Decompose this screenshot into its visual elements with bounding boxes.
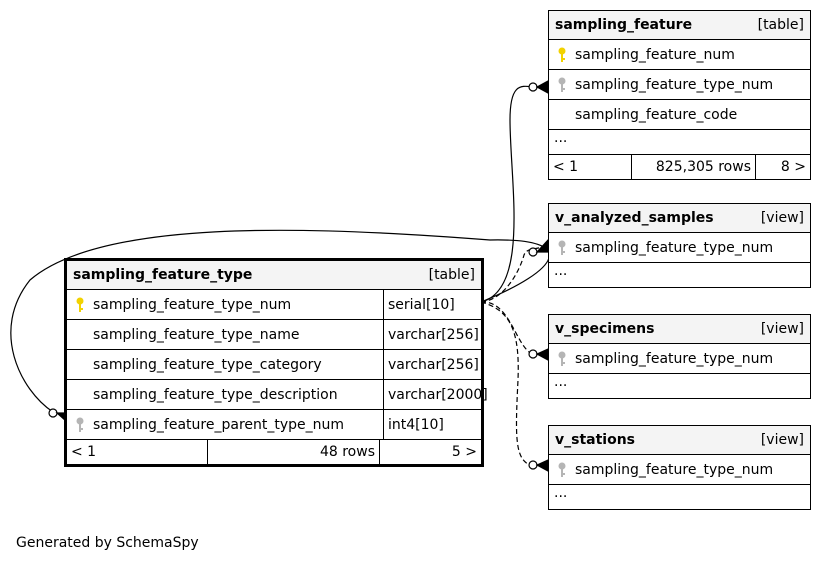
column-row[interactable]: sampling_feature_type_num	[549, 344, 810, 374]
column-name: sampling_feature_type_name	[93, 326, 300, 343]
column-row[interactable]: sampling_feature_code	[549, 100, 810, 130]
table-header: sampling_feature [table]	[549, 11, 810, 40]
foreign-key-icon	[549, 240, 575, 256]
view-v-analyzed-samples[interactable]: v_analyzed_samples [view] sampling_featu…	[548, 203, 811, 288]
table-kind: [view]	[760, 432, 804, 448]
table-header: sampling_feature_type [table]	[67, 261, 481, 290]
table-sampling-feature[interactable]: sampling_feature [table] sampling_featur…	[548, 10, 811, 180]
row-count: 825,305 rows	[631, 155, 755, 179]
column-name: sampling_feature_parent_type_num	[93, 416, 345, 433]
column-row[interactable]: sampling_feature_type_num	[549, 70, 810, 100]
table-kind: [view]	[760, 210, 804, 226]
table-name: sampling_feature	[555, 17, 693, 33]
column-type: varchar[2000]	[383, 380, 488, 409]
row-count: 48 rows	[207, 440, 379, 464]
column-row[interactable]: sampling_feature_type_num	[549, 233, 810, 263]
table-sampling-feature-type[interactable]: sampling_feature_type [table] sampling_f…	[64, 258, 488, 467]
foreign-key-icon	[67, 417, 93, 433]
edge-v-stations	[480, 301, 533, 467]
primary-key-icon	[67, 297, 93, 313]
column-name: sampling_feature_type_description	[93, 386, 338, 403]
more-columns: ...	[554, 485, 568, 501]
column-name: sampling_feature_type_num	[93, 296, 292, 313]
column-name: sampling_feature_type_num	[575, 461, 774, 478]
primary-key-icon	[549, 47, 575, 63]
foreign-key-icon	[549, 351, 575, 367]
table-kind: [table]	[428, 267, 475, 283]
view-v-specimens[interactable]: v_specimens [view] sampling_feature_type…	[548, 314, 811, 399]
children-count[interactable]: 5 >	[379, 440, 481, 464]
table-header: v_analyzed_samples [view]	[549, 204, 810, 233]
edge-v-specimens	[480, 301, 533, 355]
column-name: sampling_feature_num	[575, 46, 735, 63]
column-name: sampling_feature_type_category	[93, 356, 322, 373]
column-row[interactable]: sampling_feature_type_description varcha…	[67, 380, 488, 410]
parents-count[interactable]: < 1	[553, 159, 579, 175]
more-columns: ...	[549, 130, 810, 155]
column-name: sampling_feature_type_num	[575, 76, 774, 93]
column-name: sampling_feature_code	[575, 106, 738, 123]
foreign-key-icon	[549, 462, 575, 478]
column-name: sampling_feature_type_num	[575, 350, 774, 367]
table-header: v_specimens [view]	[549, 315, 810, 344]
table-footer: < 1 48 rows 5 >	[67, 440, 481, 464]
edge-endpoints	[48, 82, 538, 470]
table-kind: [view]	[760, 321, 804, 337]
column-type: int4[10]	[383, 410, 481, 439]
parents-count[interactable]: < 1	[71, 444, 97, 460]
column-type: varchar[256]	[383, 320, 481, 349]
table-name: v_specimens	[555, 321, 655, 337]
column-type: varchar[256]	[383, 350, 481, 379]
table-name: v_stations	[555, 432, 636, 448]
column-row[interactable]: sampling_feature_parent_type_num int4[10…	[67, 410, 481, 440]
generated-by-text: Generated by SchemaSpy	[16, 535, 199, 551]
table-name: v_analyzed_samples	[555, 210, 714, 226]
edge-sampling-feature	[480, 85, 533, 303]
more-columns: ...	[554, 263, 568, 279]
column-row[interactable]: sampling_feature_type_num	[549, 455, 810, 485]
column-type: serial[10]	[383, 290, 481, 319]
table-name: sampling_feature_type	[73, 267, 253, 283]
table-kind: [table]	[757, 17, 804, 33]
column-row[interactable]: sampling_feature_type_category varchar[2…	[67, 350, 481, 380]
column-row[interactable]: sampling_feature_type_name varchar[256]	[67, 320, 481, 350]
more-columns: ...	[554, 374, 568, 390]
column-row[interactable]: sampling_feature_num	[549, 40, 810, 70]
column-row[interactable]: sampling_feature_type_num serial[10]	[67, 290, 481, 320]
table-footer: < 1 825,305 rows 8 >	[549, 155, 810, 179]
children-count[interactable]: 8 >	[755, 155, 810, 179]
edge-v-analyzed-samples	[480, 245, 549, 303]
column-name: sampling_feature_type_num	[575, 239, 774, 256]
table-header: v_stations [view]	[549, 426, 810, 455]
foreign-key-icon	[549, 77, 575, 93]
view-v-stations[interactable]: v_stations [view] sampling_feature_type_…	[548, 425, 811, 510]
